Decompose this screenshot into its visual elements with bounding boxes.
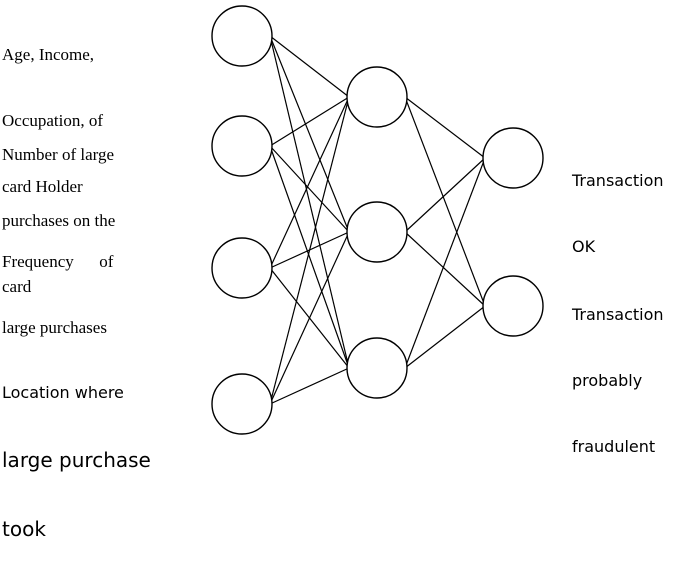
input-label-line: took	[2, 517, 46, 541]
edge-hidden1-output2	[404, 96, 486, 307]
input-label-line: card	[2, 277, 32, 296]
edge-hidden2-output1	[404, 157, 486, 233]
output-node-2	[482, 275, 544, 337]
input-label-line: Occupation, of	[2, 111, 104, 130]
output-label-line: Transaction	[572, 305, 664, 324]
input-label-frequency: Frequency of large purchases	[2, 207, 113, 361]
connections	[269, 35, 486, 405]
edge-input2-hidden3	[269, 145, 350, 369]
edge-input1-hidden3	[269, 35, 350, 369]
output-node-1	[482, 127, 544, 189]
output-label-line: Transaction	[572, 171, 664, 190]
edge-input4-hidden1	[269, 96, 350, 405]
input-label-line: Number of large	[2, 145, 115, 164]
edge-input4-hidden3	[269, 367, 350, 405]
edge-input1-hidden1	[269, 35, 350, 98]
edge-input2-hidden2	[269, 145, 350, 233]
input-label-age-income: Age, Income, Occupation, of card Holder	[2, 0, 103, 220]
hidden-node-3	[346, 337, 408, 399]
output-label-transaction-fraudulent: Transaction probably fraudulent	[572, 260, 664, 480]
input-label-location: Location where large purchase took	[2, 338, 151, 564]
input-label-number-of-large-purchases: Number of large purchases on the card	[2, 100, 115, 320]
input-label-line: purchases on the	[2, 211, 116, 230]
edge-input4-hidden2	[269, 231, 350, 405]
input-label-line: card Holder	[2, 177, 83, 196]
input-label-line: Age, Income,	[2, 45, 95, 64]
input-label-line: Location where	[2, 383, 124, 402]
edge-hidden1-output1	[404, 96, 486, 159]
hidden-node-1	[346, 66, 408, 128]
edge-hidden3-output1	[404, 157, 486, 369]
edge-hidden2-output2	[404, 231, 486, 307]
neural-network-diagram	[211, 5, 544, 435]
input-label-line: large purchase	[2, 448, 151, 472]
edge-input1-hidden2	[269, 35, 350, 233]
output-label-transaction-ok: Transaction OK	[572, 126, 664, 280]
output-label-line: OK	[572, 237, 596, 256]
input-label-line: Frequency of	[2, 252, 114, 271]
edge-input3-hidden1	[269, 96, 350, 269]
input-node-4	[211, 373, 273, 435]
edge-input2-hidden1	[269, 96, 350, 147]
hidden-node-2	[346, 201, 408, 263]
input-node-3	[211, 237, 273, 299]
edge-hidden3-output2	[404, 305, 486, 369]
input-node-2	[211, 115, 273, 177]
output-label-line: fraudulent	[572, 437, 656, 456]
input-label-line: large purchases	[2, 318, 107, 337]
input-node-1	[211, 5, 273, 67]
nodes	[211, 5, 544, 435]
output-label-line: probably	[572, 371, 643, 390]
